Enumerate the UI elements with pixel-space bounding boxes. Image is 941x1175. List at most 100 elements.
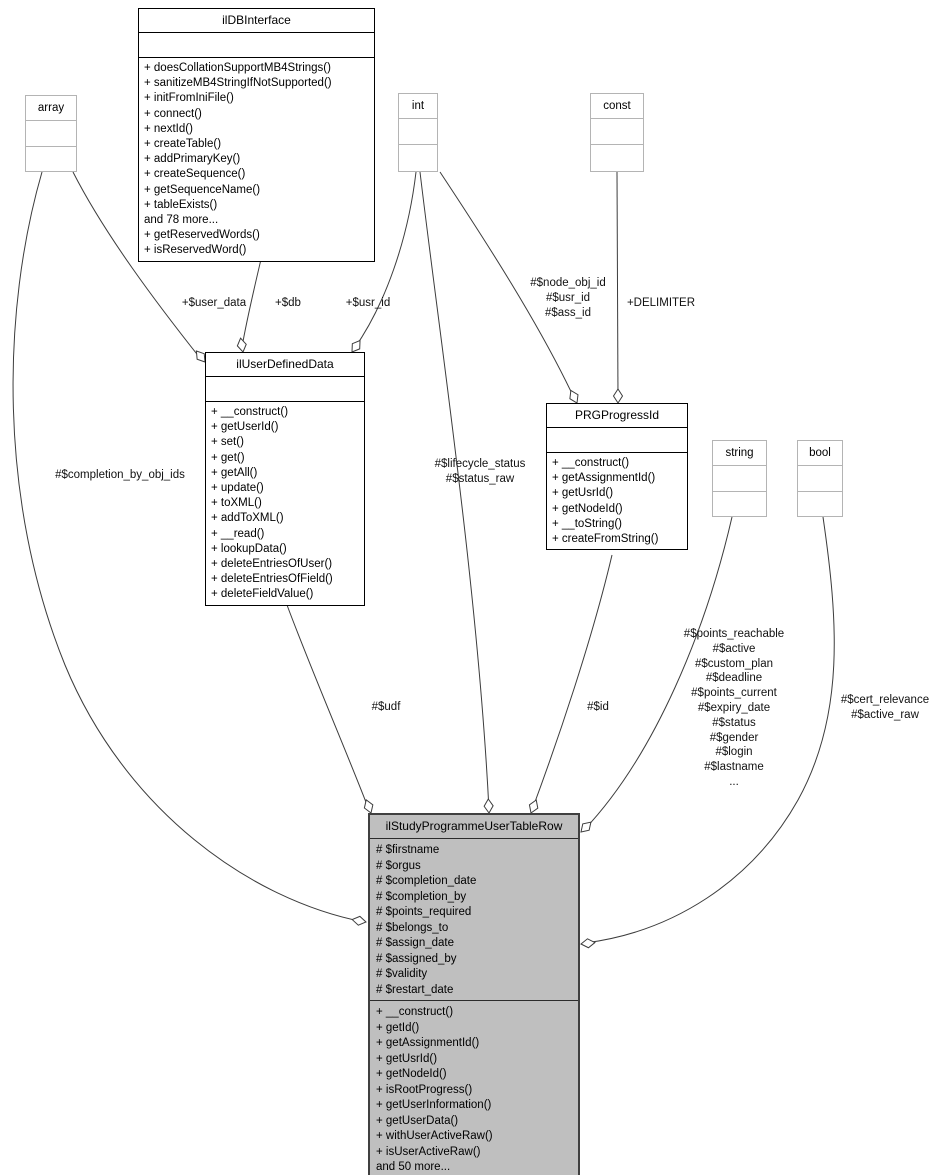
method-entry: + getSequenceName() [144, 183, 261, 196]
edge-label-bool-fields: #$cert_relevance #$active_raw [840, 694, 930, 721]
attribute-entry: # $points_required [376, 906, 472, 918]
aggregation-diamond [351, 915, 367, 926]
attribute-entry: # $completion_by [376, 890, 467, 903]
method-entry: + __construct() [376, 1006, 454, 1018]
method-entry: + createSequence() [144, 168, 246, 181]
attribute-entry: # $restart_date [376, 983, 454, 996]
method-entry: + getAssignmentId() [552, 472, 656, 485]
attributes-compartment-empty [399, 119, 437, 145]
methods-compartment: + __construct() + getId() + getAssignmentI… [370, 1001, 578, 1175]
edge-userdefineddata-main [286, 604, 370, 811]
method-entry: + isRootProgress() [376, 1083, 473, 1096]
class-node-prgprogressid[interactable]: PRGProgressId + __construct() + getAssign… [546, 403, 688, 551]
method-entry: + getNodeId() [552, 502, 623, 515]
type-node-string[interactable]: string [712, 440, 767, 517]
method-entry: + isUserActiveRaw() [376, 1145, 481, 1158]
edge-label-usr-id: +$usr_id [345, 297, 391, 309]
methods-compartment-empty [798, 492, 842, 517]
edge-label-node-ids: #$node_obj_id #$usr_id #$ass_id [530, 277, 606, 319]
attributes-compartment: # $firstname# $orgus# $completion_date# … [370, 839, 578, 1001]
method-entry: + deleteFieldValue() [211, 588, 314, 601]
class-title: ilStudyProgrammeUserTableRow [370, 815, 578, 839]
attribute-entry: # $orgus [376, 859, 421, 872]
method-entry: + getNodeId() [376, 1068, 447, 1080]
method-entry: + set() [211, 436, 244, 449]
aggregation-diamond [580, 938, 596, 949]
method-entry: + withUserActiveRaw() [376, 1130, 493, 1142]
attributes-compartment-empty [139, 33, 374, 58]
aggregation-diamond [483, 798, 494, 814]
attribute-entry: # $firstname [376, 844, 440, 856]
aggregation-diamond [580, 821, 592, 833]
edge-label-completion-by-obj-ids: #$completion_by_obj_ids [55, 469, 185, 481]
method-entry: + __toString() [552, 517, 622, 530]
method-entry: + getAll() [211, 466, 258, 479]
edge-label-string-fields: #$points_reachable #$active #$custom_pla… [683, 628, 785, 788]
edge-label-lifecycle-status: #$lifecycle_status #$status_raw [434, 458, 526, 485]
method-entry: + deleteEntriesOfUser() [211, 558, 333, 571]
method-entry: + deleteEntriesOfField() [211, 573, 333, 586]
method-entry: + sanitizeMB4StringIfNotSupported() [144, 77, 332, 90]
method-entry: + update() [211, 482, 264, 495]
aggregation-diamond [236, 337, 247, 353]
edge-label-db: +$db [275, 297, 301, 309]
class-title: PRGProgressId [547, 404, 687, 428]
method-entry: + getUserId() [211, 421, 279, 434]
methods-compartment: + __construct() + getUserId() + set() + get… [206, 402, 364, 605]
attribute-entry: # $assign_date [376, 937, 455, 949]
method-entry: + __construct() [211, 406, 289, 418]
attributes-compartment-empty [206, 377, 364, 402]
methods-compartment-empty [399, 145, 437, 170]
type-node-array[interactable]: array [25, 95, 77, 172]
attribute-entry: # $assigned_by [376, 952, 457, 965]
edge-int-main [419, 171, 490, 811]
method-entry: + toXML() [211, 497, 262, 510]
method-entry: + isReservedWord() [144, 244, 247, 257]
method-entry: + connect() [144, 107, 202, 120]
method-entry: + getUserInformation() [376, 1099, 492, 1111]
method-entry: + getUsrId() [376, 1052, 438, 1065]
edge-label-user-data: +$user_data [181, 297, 247, 309]
methods-compartment-empty [26, 147, 76, 172]
method-entry: + getAssignmentId() [376, 1037, 480, 1049]
method-entry: + createTable() [144, 138, 222, 151]
attributes-compartment-empty [547, 428, 687, 453]
method-entry: + lookupData() [211, 542, 287, 555]
type-title: const [591, 94, 643, 119]
method-entry: + initFromIniFile() [144, 92, 234, 105]
edge-const-prgprogressid [616, 171, 619, 401]
methods-compartment-empty [591, 145, 643, 170]
method-entry: + addToXML() [211, 512, 284, 525]
class-node-iluserdefineddata[interactable]: ilUserDefinedData + __construct() + getUs… [205, 352, 365, 606]
methods-compartment: + __construct() + getAssignmentId() + getU… [547, 453, 687, 549]
class-node-ilstudyprogrammeusertablerow[interactable]: ilStudyProgrammeUserTableRow # $firstnam… [368, 813, 580, 1175]
class-title: ilUserDefinedData [206, 353, 364, 377]
type-title: array [26, 96, 76, 121]
type-node-int[interactable]: int [398, 93, 438, 172]
method-entry: + createFromString() [552, 533, 659, 546]
edge-label-delimiter: +DELIMITER [626, 297, 696, 309]
attributes-compartment-empty [713, 466, 766, 492]
type-node-bool[interactable]: bool [797, 440, 843, 517]
class-title: ilDBInterface [139, 9, 374, 33]
methods-compartment: + doesCollationSupportMB4Strings()+ sani… [139, 58, 374, 261]
type-title: string [713, 441, 766, 466]
method-entry: + getReservedWords() [144, 229, 260, 242]
type-node-const[interactable]: const [590, 93, 644, 172]
edge-prgprogressid-main [531, 554, 613, 811]
method-entry: + getUsrId() [552, 487, 614, 500]
method-entry: + __construct() [552, 457, 630, 469]
attributes-compartment-empty [26, 121, 76, 147]
attributes-compartment-empty [798, 466, 842, 492]
method-entry: and 78 more... [144, 214, 219, 227]
method-entry: + getUserData() [376, 1114, 459, 1127]
type-title: bool [798, 441, 842, 466]
method-entry: + tableExists() [144, 198, 218, 211]
attributes-compartment-empty [591, 119, 643, 145]
method-entry: + getId() [376, 1021, 420, 1034]
class-node-ildbinterface[interactable]: ilDBInterface + doesCollationSupportMB4S… [138, 8, 375, 262]
methods-compartment-empty [713, 492, 766, 517]
method-entry: + __read() [211, 527, 265, 540]
edge-label-udf: #$udf [371, 701, 401, 713]
